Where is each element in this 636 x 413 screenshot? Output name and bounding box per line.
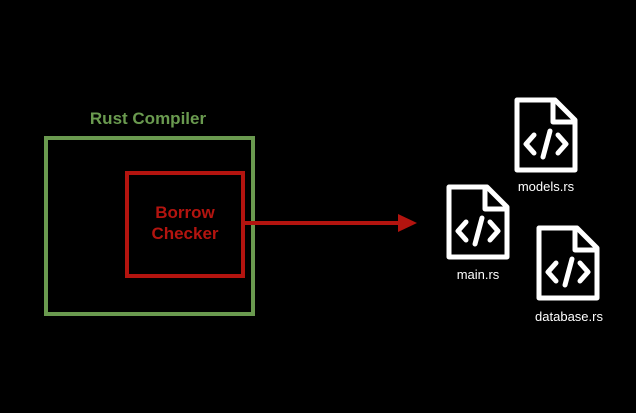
code-file-icon — [446, 184, 510, 260]
compiler-title: Rust Compiler — [89, 109, 207, 128]
code-file-icon — [536, 225, 600, 301]
borrow-checker-label: Borrow Checker — [129, 202, 241, 244]
code-file-icon — [514, 97, 578, 173]
rust-compiler-box — [44, 136, 255, 316]
database-file-label: database.rs — [535, 309, 603, 324]
main-file-label: main.rs — [456, 267, 500, 282]
borrow-checker-label-line2: Checker — [151, 224, 219, 243]
borrow-checker-label-line1: Borrow — [155, 203, 215, 222]
arrow-head-icon — [398, 214, 417, 232]
models-file-label: models.rs — [517, 179, 575, 194]
